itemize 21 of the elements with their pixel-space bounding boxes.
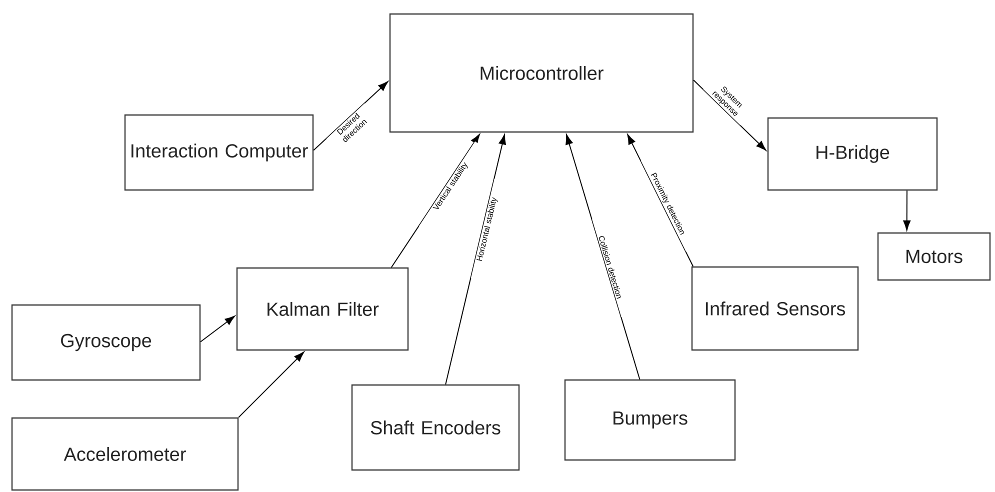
- arrow: [903, 190, 911, 231]
- block-box: H-Bridge: [767, 117, 938, 191]
- block-box: Motors: [877, 232, 991, 281]
- block-box: Interaction Computer: [124, 114, 314, 191]
- edge-label: Collision detection: [592, 217, 629, 318]
- block-box: Gyroscope: [11, 304, 201, 381]
- edge-label: Horizontal stability: [470, 178, 504, 280]
- block-box: Bumpers: [564, 379, 736, 461]
- arrow: [238, 352, 304, 418]
- arrow: [566, 134, 640, 380]
- arrow: [445, 134, 506, 385]
- block-box: Microcontroller: [389, 13, 694, 133]
- block-box: Shaft Encoders: [351, 384, 520, 471]
- block-box: Kalman Filter: [236, 267, 409, 351]
- arrow: [693, 80, 766, 151]
- block-box: Infrared Sensors: [691, 266, 859, 351]
- arrow: [313, 81, 388, 151]
- arrow: [390, 134, 480, 268]
- arrow: [627, 134, 694, 267]
- block-box: Accelerometer: [11, 417, 239, 491]
- arrow: [200, 316, 236, 342]
